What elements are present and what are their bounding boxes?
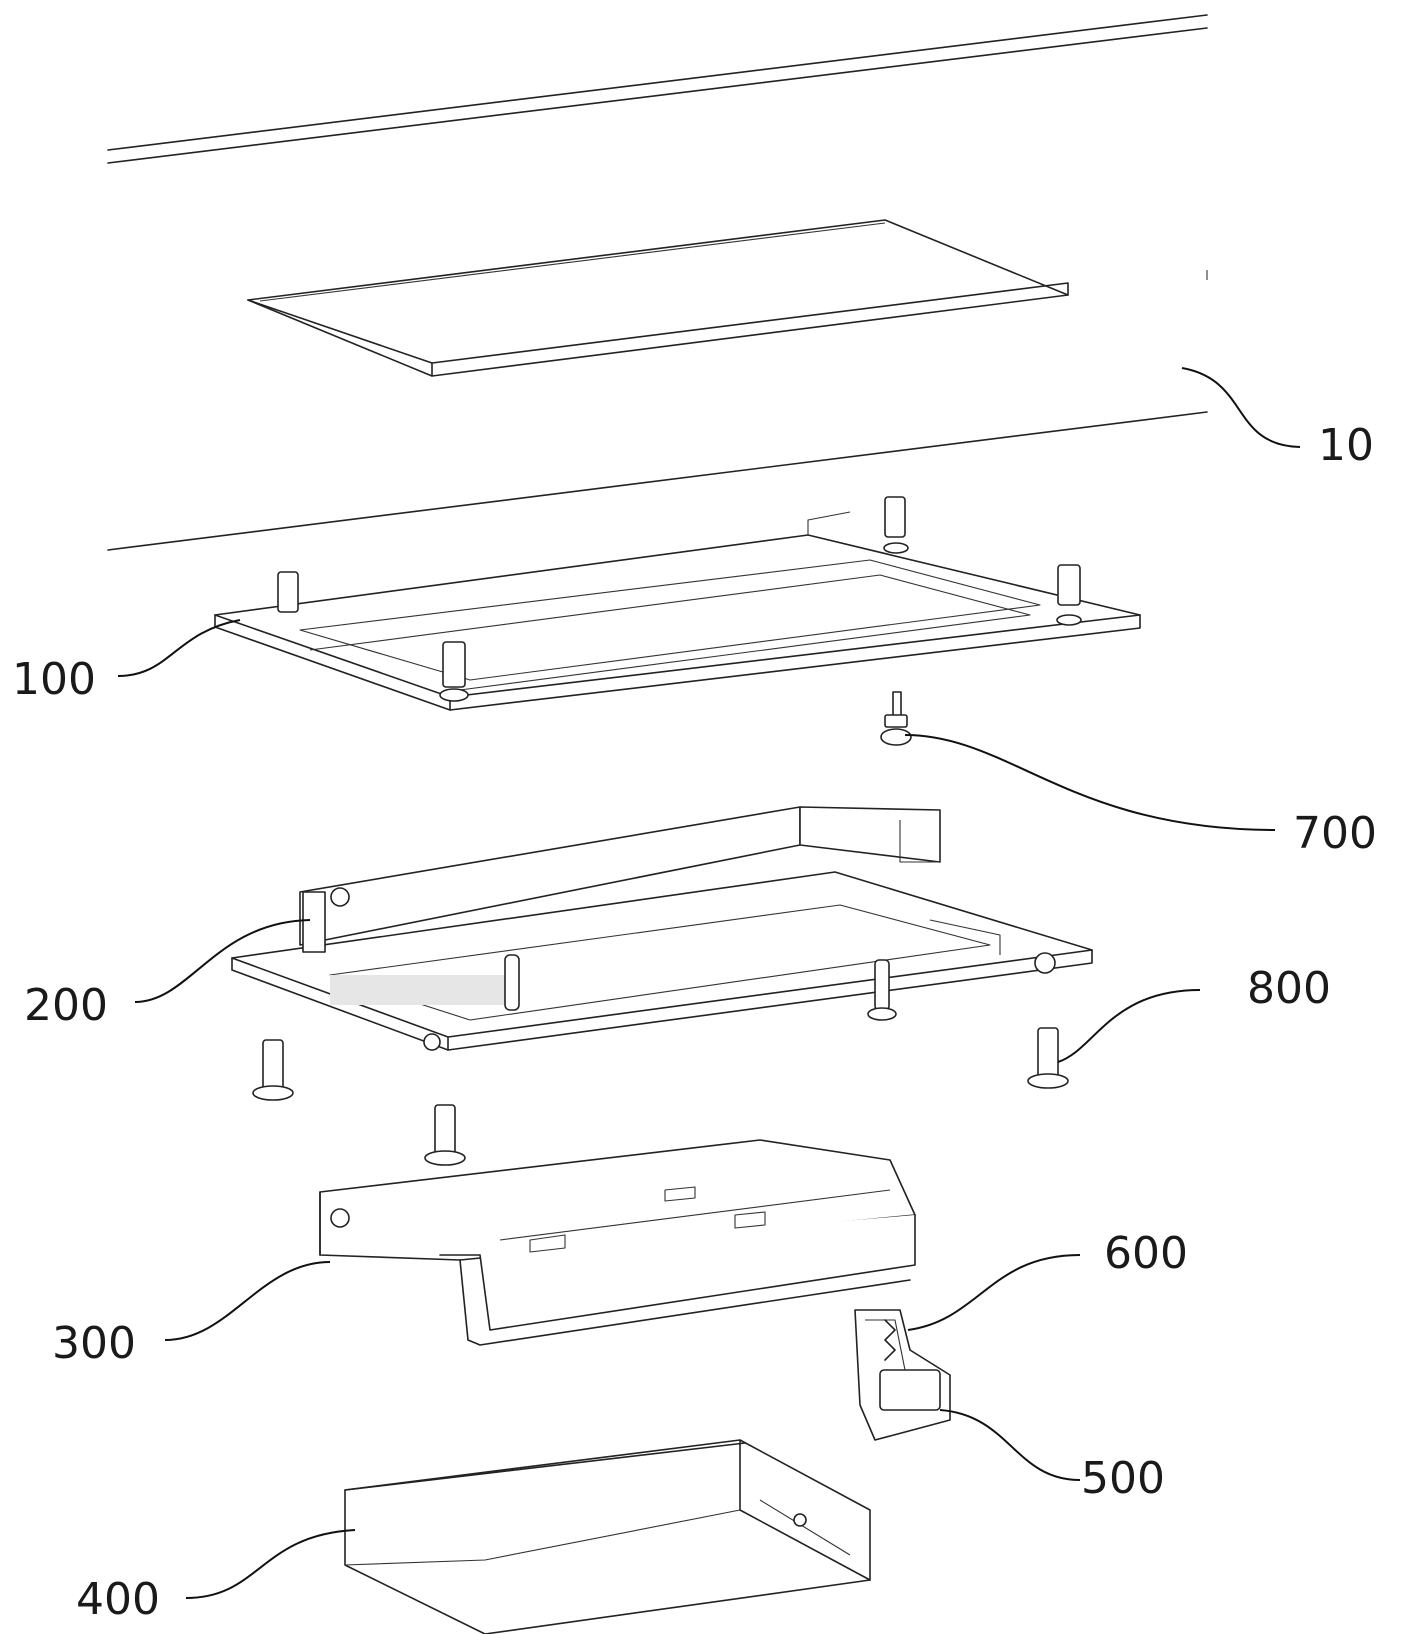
- box-400: [344, 1439, 871, 1634]
- label-500: 500: [1081, 1453, 1165, 1504]
- frame-100: [214, 496, 1141, 711]
- label-10: 10: [1318, 420, 1374, 471]
- screw-800-c: [424, 1104, 466, 1166]
- label-400: 400: [76, 1574, 160, 1625]
- label-600: 600: [1104, 1228, 1188, 1279]
- leader-100: [117, 619, 241, 677]
- spring-600: [884, 1319, 896, 1361]
- leader-700: [904, 734, 1276, 831]
- label-300: 300: [52, 1318, 136, 1369]
- screw-700: [880, 691, 912, 746]
- panel-insert-sheet: [247, 219, 1069, 377]
- leader-500: [939, 1409, 1081, 1481]
- label-800: 800: [1247, 963, 1331, 1014]
- label-700: 700: [1293, 808, 1377, 859]
- leader-200: [134, 919, 311, 1003]
- reference-labels: 10 100 700 200 800 300 600 500 400: [12, 420, 1377, 1625]
- leader-10: [1181, 367, 1301, 448]
- clip-500: [854, 1309, 951, 1441]
- leader-400: [185, 1529, 356, 1599]
- leader-600: [907, 1254, 1081, 1331]
- bracket-300: [319, 1139, 916, 1346]
- panel-10: [107, 14, 1208, 551]
- housing-200: [231, 806, 1093, 1051]
- screw-800-a: [252, 1039, 294, 1101]
- screw-800-b: [1027, 1027, 1069, 1089]
- leader-800: [1057, 989, 1201, 1063]
- leader-lines: [117, 367, 1301, 1599]
- label-100: 100: [12, 654, 96, 705]
- label-200: 200: [24, 980, 108, 1031]
- leader-300: [164, 1261, 331, 1341]
